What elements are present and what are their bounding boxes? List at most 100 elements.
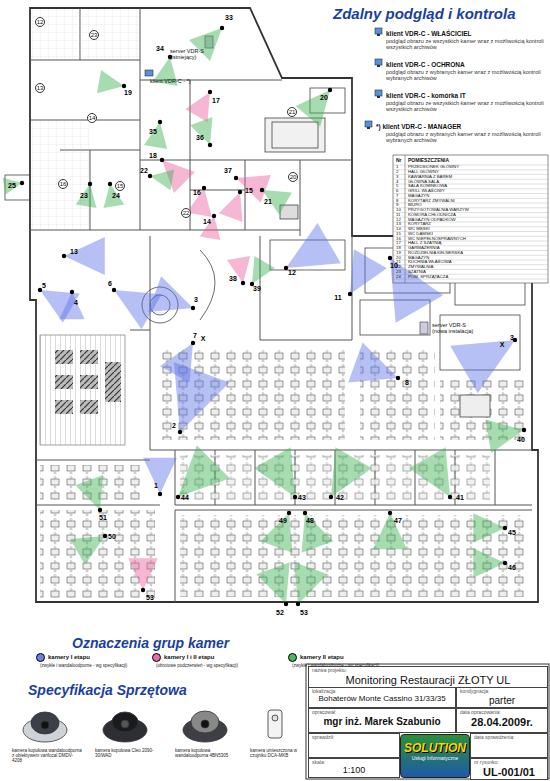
- camera-field: [294, 562, 327, 604]
- camera-dot: [158, 492, 162, 496]
- camera-number: 41: [456, 494, 464, 502]
- camera-number: 2: [172, 422, 176, 430]
- camera-number: 6: [108, 280, 112, 288]
- camera-field: [185, 92, 210, 122]
- camera-field: [296, 90, 330, 127]
- room-number: 20: [290, 174, 297, 180]
- camera-number: 3: [194, 296, 198, 304]
- room-number: 14: [89, 115, 96, 121]
- camera-number: 22: [140, 167, 148, 175]
- room-number: 23: [91, 32, 98, 38]
- room-number-circle: 21: [287, 107, 298, 118]
- camera-field: [450, 340, 515, 393]
- camera-field: [76, 184, 97, 208]
- camera-dot: [234, 176, 238, 180]
- field-name: kondygnacja:: [460, 689, 544, 695]
- camera-number: 42: [336, 494, 344, 502]
- title-block-cell: skala:1:100: [308, 758, 400, 778]
- client-description: podgląd obrazu ze wszystkich kamer wraz …: [386, 38, 546, 51]
- camera-dot: [348, 292, 352, 296]
- camera-dot: [396, 376, 400, 380]
- table-header: Nr: [396, 158, 402, 164]
- room-number: 13: [37, 85, 44, 91]
- camera-number: 48: [306, 517, 314, 525]
- camera-field: [104, 184, 125, 208]
- camera-dot: [208, 90, 212, 94]
- camera-field: [190, 117, 212, 145]
- title-block-cell: lokalizacja:Bohaterów Monte Cassino 31/3…: [308, 687, 456, 708]
- camera-dot: [148, 174, 152, 178]
- camera-number: 7: [193, 332, 197, 340]
- title-block-cell: data sprawdzenia:: [470, 733, 548, 758]
- camera-number: 16: [193, 189, 201, 197]
- camera-field: [261, 513, 293, 553]
- field-name: data opracowania:: [460, 710, 544, 716]
- camera-field: [331, 447, 372, 497]
- mark-x: X: [500, 341, 505, 349]
- device-label: server VDR-S (nowa instalacja): [432, 322, 480, 335]
- camera-dot: [191, 341, 195, 345]
- camera-number: 25: [8, 182, 16, 190]
- camera-number: 50: [108, 533, 116, 541]
- camera-number: 23: [80, 192, 88, 200]
- camera-dot: [62, 254, 66, 258]
- camera-field: [64, 237, 105, 275]
- camera-dot: [503, 526, 507, 530]
- legend-note: (zwykłe i wandaloodporne - wg specyfikac…: [40, 663, 127, 668]
- camera-field: [227, 256, 250, 283]
- room-number-circle: 20: [288, 172, 299, 183]
- camera-number: 38: [229, 275, 237, 283]
- camera-number: 14: [203, 218, 211, 226]
- field-name: nr rysunku:: [474, 760, 544, 766]
- legend-text: kamery I etapu: [48, 654, 90, 660]
- camera-dot: [388, 256, 392, 260]
- camera-number: 39: [253, 285, 261, 293]
- camera-number: 36: [196, 134, 204, 142]
- mark-x: X: [201, 335, 206, 343]
- title-block-cell: data opracowania:28.04.2009r.: [456, 708, 548, 733]
- camera-number: 49: [279, 517, 287, 525]
- camera-field: [174, 362, 230, 432]
- camera-field: [70, 536, 105, 565]
- section-heading: Specyfikacja Sprzętowa: [28, 682, 187, 698]
- camera-dot: [88, 182, 92, 186]
- camera-field: [219, 192, 243, 222]
- camera-dot: [178, 430, 182, 434]
- camera-dot: [208, 143, 212, 147]
- camera-number: 44: [181, 494, 189, 502]
- camera-dot: [328, 88, 332, 92]
- camera-dot: [212, 214, 216, 218]
- client-title: *) klient VDR-C - MANAGER: [376, 123, 461, 130]
- field-name: nazwa projektu:: [312, 668, 544, 674]
- room-number-circle: 14: [87, 113, 98, 124]
- title-block-cell: nr rysunku:UL-001/01: [470, 758, 548, 780]
- room-number: 16: [60, 181, 67, 187]
- camera-field: [150, 170, 174, 191]
- camera-dot: [112, 288, 116, 292]
- camera-field: [350, 249, 387, 294]
- camera-number: 5: [42, 282, 46, 290]
- camera-number: 13: [70, 248, 78, 256]
- camera-field: [252, 256, 275, 284]
- camera-field: [348, 343, 398, 383]
- client-description: podgląd obrazu z wybranych kamer wraz z …: [386, 131, 546, 144]
- camera-number: 43: [298, 494, 306, 502]
- spec-text: kamera kopułowa wandaloodporna 4BN5305: [175, 748, 240, 758]
- camera-field: [178, 445, 230, 497]
- camera-dot: [98, 508, 102, 512]
- field-value: 1:100: [312, 766, 396, 776]
- camera-number: 10: [390, 262, 398, 270]
- room-name: POM. SPRZĄTACZA: [408, 275, 448, 280]
- camera-field: [409, 447, 450, 497]
- camera-number: 11: [334, 294, 341, 302]
- client-title: klient VDR-C - WŁAŚCICIEL: [386, 30, 472, 37]
- camera-number: 45: [508, 529, 516, 537]
- camera-field: [75, 475, 103, 510]
- camera-dot: [176, 495, 180, 499]
- room-number: 15: [117, 183, 124, 189]
- legend-note: (obrotowe podczerwień - wg specyfikacji): [156, 663, 238, 668]
- camera-number: 21: [264, 198, 272, 206]
- room-number: 12: [37, 19, 44, 25]
- room-number: 24: [396, 275, 401, 280]
- camera-field: [262, 190, 292, 215]
